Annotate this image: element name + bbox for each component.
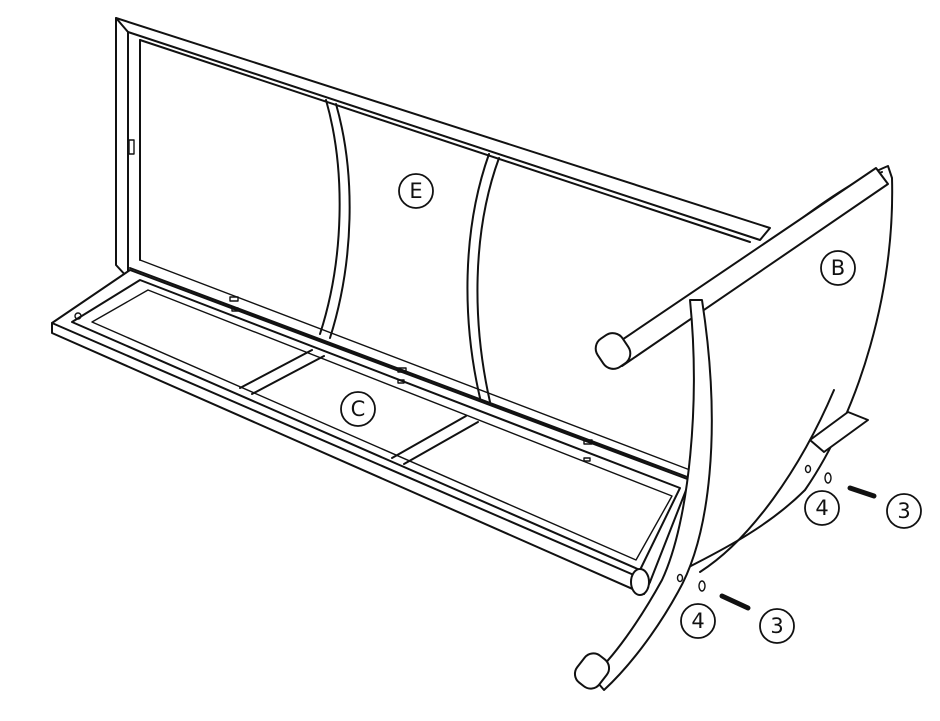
label-side-frame: B	[831, 256, 845, 280]
washer-upper-icon	[824, 472, 832, 484]
label-washer-lower: 4	[691, 609, 704, 633]
callout-washer-lower: 4	[680, 603, 716, 639]
callout-side-frame: B	[820, 250, 856, 286]
label-seat-back: E	[409, 179, 422, 203]
callout-seat: C	[340, 391, 376, 427]
washer-lower-icon	[698, 580, 706, 592]
callout-screw-lower: 3	[759, 608, 795, 644]
seat-back-frame	[115, 17, 771, 479]
upper-hardware	[824, 472, 877, 499]
callout-seat-back: E	[398, 173, 434, 209]
callout-screw-upper: 3	[886, 493, 922, 529]
label-screw-upper: 3	[897, 499, 910, 523]
side-frame	[573, 165, 894, 691]
seat-frame	[51, 269, 691, 596]
label-screw-lower: 3	[770, 614, 783, 638]
screw-upper-icon	[847, 485, 877, 499]
label-washer-upper: 4	[815, 496, 828, 520]
screw-lower-icon	[719, 593, 751, 611]
label-seat: C	[351, 397, 366, 421]
lower-hardware	[698, 580, 751, 611]
callout-washer-upper: 4	[804, 490, 840, 526]
